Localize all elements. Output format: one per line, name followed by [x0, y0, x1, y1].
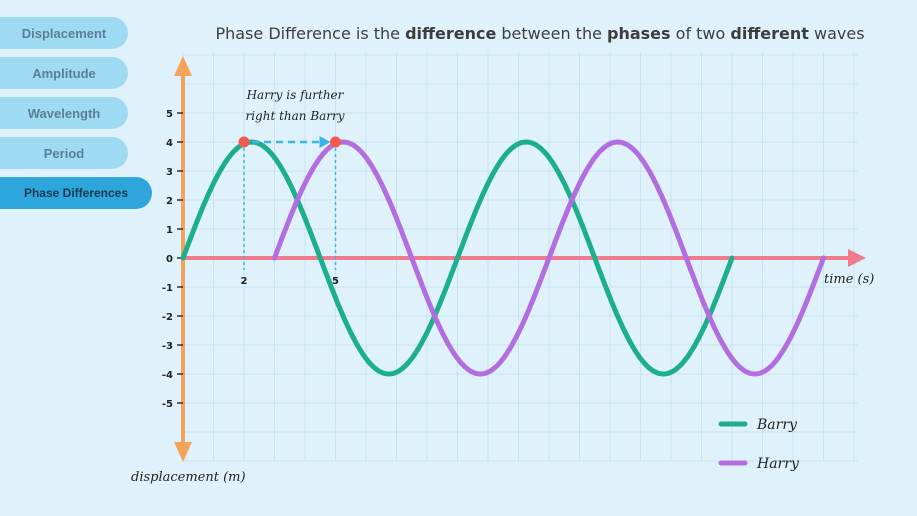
y-tick-label: 1 [166, 225, 173, 236]
y-tick-label: 4 [166, 138, 173, 149]
y-axis-label: displacement (m) [131, 470, 246, 485]
y-axis-arrow-up [174, 56, 192, 76]
series-line-barry [180, 139, 735, 377]
title-bold-different: different [730, 24, 809, 43]
y-tick-label: 2 [166, 196, 173, 207]
y-tick-label: -3 [162, 341, 173, 352]
series-line-harry [272, 139, 826, 377]
peak-marker-harry [330, 136, 341, 148]
y-axis-arrow-down [174, 442, 192, 462]
title-text-4: waves [808, 24, 865, 43]
legend-label-barry: Barry [756, 417, 798, 433]
y-tick-label: -5 [162, 399, 173, 410]
title-bold-difference: difference [405, 24, 497, 43]
title-bold-phases: phases [607, 24, 671, 43]
title-text-3: of two [670, 24, 731, 43]
page-title: Phase Difference is the difference betwe… [160, 24, 917, 43]
phase-shift-arrow-head [319, 136, 331, 148]
tab-amplitude[interactable]: Amplitude [0, 57, 128, 89]
legend-label-harry: Harry [756, 456, 800, 472]
peak-marker-barry [238, 136, 250, 148]
title-text-2: between the [496, 24, 608, 43]
annotation-line-2: right than Barry [245, 109, 344, 123]
y-tick-label: -4 [162, 370, 173, 381]
tab-wavelength[interactable]: Wavelength [0, 97, 128, 129]
x-tick-label: 5 [332, 276, 339, 287]
x-axis-label: time (s) [824, 272, 874, 287]
x-axis-arrow [848, 249, 866, 267]
y-tick-label: -1 [162, 283, 173, 294]
y-tick-label: -2 [162, 312, 173, 323]
tab-phase-differences[interactable]: Phase Differences [0, 177, 152, 209]
title-text-1: Phase Difference is the [215, 24, 406, 43]
annotation-line-1: Harry is further [246, 88, 345, 102]
tab-period[interactable]: Period [0, 137, 128, 169]
y-tick-label: 0 [166, 254, 173, 265]
y-tick-label: 5 [166, 109, 173, 120]
tab-displacement[interactable]: Displacement [0, 17, 128, 49]
x-tick-label: 2 [241, 276, 248, 287]
y-tick-label: 3 [166, 167, 173, 178]
